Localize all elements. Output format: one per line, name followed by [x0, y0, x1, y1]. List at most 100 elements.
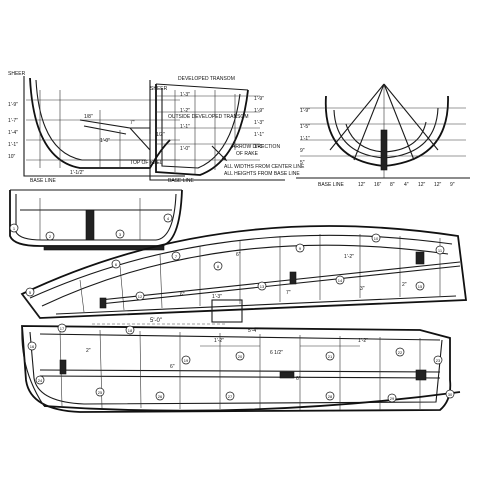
callout-balloon: 25 [95, 387, 105, 397]
plan-dim-5: 6" [296, 376, 301, 382]
svg-text:10: 10 [374, 236, 379, 241]
mould-dim-5: 1/2" [156, 132, 165, 138]
svg-text:17: 17 [60, 326, 65, 331]
svg-text:28: 28 [328, 394, 333, 399]
callout-balloon: 24 [35, 375, 45, 385]
mould-base-line-label: BASE LINE [30, 178, 57, 184]
mould-dim-4: 7" [130, 120, 135, 126]
transom-base-line-label: BASE LINE [168, 178, 195, 184]
of-rake-note: OF RAKE [236, 151, 259, 157]
svg-text:6: 6 [115, 262, 118, 267]
sheer-profile-view: 6" 1'-2" 1'-3" 6" 7" 3" 2" [20, 225, 468, 323]
callout-balloon: 8 [213, 261, 223, 271]
plan-dim-7: 6" [170, 364, 175, 370]
callout-balloon: 6 [111, 259, 121, 269]
mould-height-5: 10" [8, 154, 16, 160]
profile-dim-1: 6" [236, 252, 241, 258]
svg-text:2: 2 [49, 234, 52, 239]
mould-dim-3: 1'-1/2" [70, 170, 84, 176]
callout-balloon: 3 [115, 229, 125, 239]
callout-balloon: 4 [163, 213, 173, 223]
svg-text:21: 21 [328, 354, 333, 359]
transom-right-dim-2: 1'-9" [254, 108, 264, 114]
svg-text:27: 27 [228, 394, 233, 399]
body-height-1: 1'-9" [300, 108, 310, 114]
callout-balloon: 22 [395, 347, 405, 357]
callout-balloon: 28 [325, 391, 335, 401]
body-height-2: 1'-5" [300, 124, 310, 130]
svg-text:25: 25 [98, 390, 103, 395]
callout-balloon: 14 [335, 275, 345, 285]
developed-transom-title: DEVELOPED TRANSOM [178, 76, 235, 82]
profile-dim-5: 7" [286, 290, 291, 296]
callout-balloon: 10 [371, 233, 381, 243]
plan-dim-3: 1'-2" [358, 338, 368, 344]
transom-height-3: 1'-1" [180, 124, 190, 130]
callout-balloon: 19 [181, 355, 191, 365]
svg-text:7: 7 [175, 254, 178, 259]
profile-dim-2: 1'-2" [344, 254, 354, 260]
mould-height-3: 1'-4" [8, 130, 18, 136]
svg-text:18: 18 [128, 328, 133, 333]
top-of-keel-label: TOP OF KEEL [130, 160, 163, 166]
station-2: 16" [374, 182, 382, 188]
station-4: 4" [404, 182, 409, 188]
developed-transom-view: DEVELOPED TRANSOM SHEER 1'-3" 1'-2" 1'-1… [149, 76, 305, 184]
svg-text:9: 9 [299, 246, 302, 251]
plan-dim-2: 1'-2" [214, 338, 224, 344]
svg-text:29: 29 [390, 396, 395, 401]
arrow-direction-note: ARROW DIRECTION [232, 144, 280, 150]
mould-height-1: 1'-9" [8, 102, 18, 108]
callout-balloon: 18 [125, 325, 135, 335]
svg-text:5: 5 [29, 290, 32, 295]
profile-dim-3: 1'-3" [212, 294, 222, 300]
svg-text:16: 16 [30, 344, 35, 349]
transom-height-1: 1'-3" [180, 92, 190, 98]
station-3: 8" [390, 182, 395, 188]
svg-text:23: 23 [436, 358, 441, 363]
transom-right-dim-1: 1'-9" [254, 96, 264, 102]
overall-dim-label: 5'-0" [150, 318, 162, 324]
callout-balloon: 30 [445, 389, 455, 399]
svg-text:15: 15 [418, 284, 423, 289]
callout-balloon: 29 [387, 393, 397, 403]
plan-dim-4: 6 1/2" [270, 350, 283, 356]
callout-balloon: 21 [325, 351, 335, 361]
svg-text:24: 24 [38, 378, 43, 383]
widths-note: ALL WIDTHS FROM CENTER LINE [224, 164, 305, 170]
svg-text:20: 20 [238, 354, 243, 359]
station-5: 12" [418, 182, 426, 188]
callout-balloons: 1 2 3 4 5 6 7 8 9 10 11 12 13 14 15 16 1… [9, 213, 455, 403]
plan-view: 5'-0" 5'-4" 1'-2" 1'-2" 6 1/2" 6" 2" 6" [21, 318, 461, 413]
station-6: 12" [434, 182, 442, 188]
plan-dim-1: 5'-4" [248, 328, 258, 334]
callout-balloon: 26 [155, 391, 165, 401]
mould-height-2: 1'-7" [8, 118, 18, 124]
body-base-line-label: BASE LINE [318, 182, 345, 188]
callout-balloon: 17 [57, 323, 67, 333]
svg-text:3: 3 [119, 232, 122, 237]
callout-balloon: 27 [225, 391, 235, 401]
callout-balloon: 23 [433, 355, 443, 365]
outside-developed-transom-label: OUTSIDE DEVELOPED TRANSOM [168, 114, 248, 120]
mould-dim-2: 1'-0" [100, 138, 110, 144]
svg-text:26: 26 [158, 394, 163, 399]
transom-height-4: 1'-0" [180, 146, 190, 152]
callout-balloon: 16 [27, 341, 37, 351]
transom-right-dim-3: 1'-3" [254, 120, 264, 126]
callout-balloon: 11 [435, 245, 445, 255]
svg-text:11: 11 [438, 248, 443, 253]
body-height-3: 1'-1" [300, 136, 310, 142]
body-height-5: 5" [300, 160, 305, 166]
callout-balloon: 9 [295, 243, 305, 253]
svg-text:1: 1 [13, 226, 16, 231]
svg-text:22: 22 [398, 350, 403, 355]
sheer-label: SHEER [8, 71, 26, 77]
callout-balloon: 2 [45, 231, 55, 241]
plan-dim-6: 2" [86, 348, 91, 354]
transom-right-dim-4: 1'-1" [254, 132, 264, 138]
callout-balloon: 5 [25, 287, 35, 297]
profile-dim-7: 2" [402, 282, 407, 288]
profile-dim-4: 6" [180, 292, 185, 298]
